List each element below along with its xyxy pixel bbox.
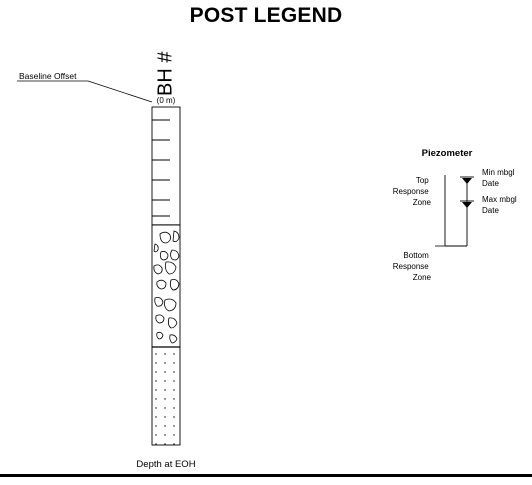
piezometer-title: Piezometer — [422, 148, 473, 159]
footer-rule — [0, 474, 532, 477]
baseline-offset-leader — [88, 81, 152, 102]
borehole-top-section — [152, 107, 180, 225]
borehole-id-label: BH # — [154, 51, 176, 96]
borehole-top-depth: (0 m) — [157, 96, 176, 105]
max-level-label: Max mbgl Date — [482, 195, 519, 215]
bottom-response-zone-label: Bottom Response Zone — [393, 251, 432, 282]
max-level-marker — [460, 201, 474, 208]
borehole-bottom-label: Depth at EOH — [136, 459, 195, 470]
min-level-label: Min mbgl Date — [482, 168, 517, 188]
borehole-sand-section — [152, 347, 180, 445]
piezometer-legend: Piezometer Top Response Zone Bottom Resp… — [393, 148, 519, 282]
baseline-offset-label: Baseline Offset — [19, 71, 77, 81]
borehole-column — [152, 107, 180, 445]
top-response-zone-label: Top Response Zone — [393, 176, 432, 207]
min-level-marker — [460, 177, 474, 184]
